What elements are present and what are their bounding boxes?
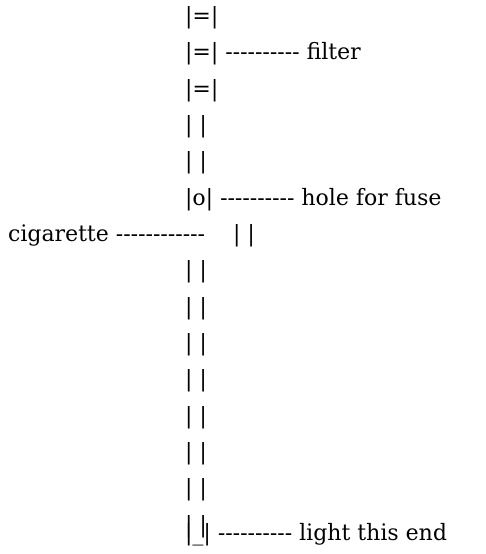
diagram-line-body: | |	[185, 404, 207, 429]
diagram-line-body: | |	[185, 149, 207, 174]
diagram-line-light-end-label: |_| ---------- light this end	[185, 521, 447, 546]
diagram-line-fuse-hole-label: |o| ---------- hole for fuse	[185, 186, 442, 211]
diagram-line-body: | |	[185, 295, 207, 320]
diagram-line-body: | |	[185, 513, 207, 538]
diagram-line-cigarette-label: cigarette ------------ | |	[8, 222, 255, 247]
diagram-line-body: | |	[185, 367, 207, 392]
diagram-line-body: | |	[185, 258, 207, 283]
diagram-line-filter-label: |=| ---------- filter	[185, 40, 361, 65]
diagram-line-filter-bottom: |=|	[185, 77, 219, 102]
diagram-line-filter-top: |=|	[185, 4, 219, 29]
diagram-line-body: | |	[185, 113, 207, 138]
diagram-line-body: | |	[185, 440, 207, 465]
diagram-line-body: | |	[185, 331, 207, 356]
diagram-line-body: | |	[185, 476, 207, 501]
